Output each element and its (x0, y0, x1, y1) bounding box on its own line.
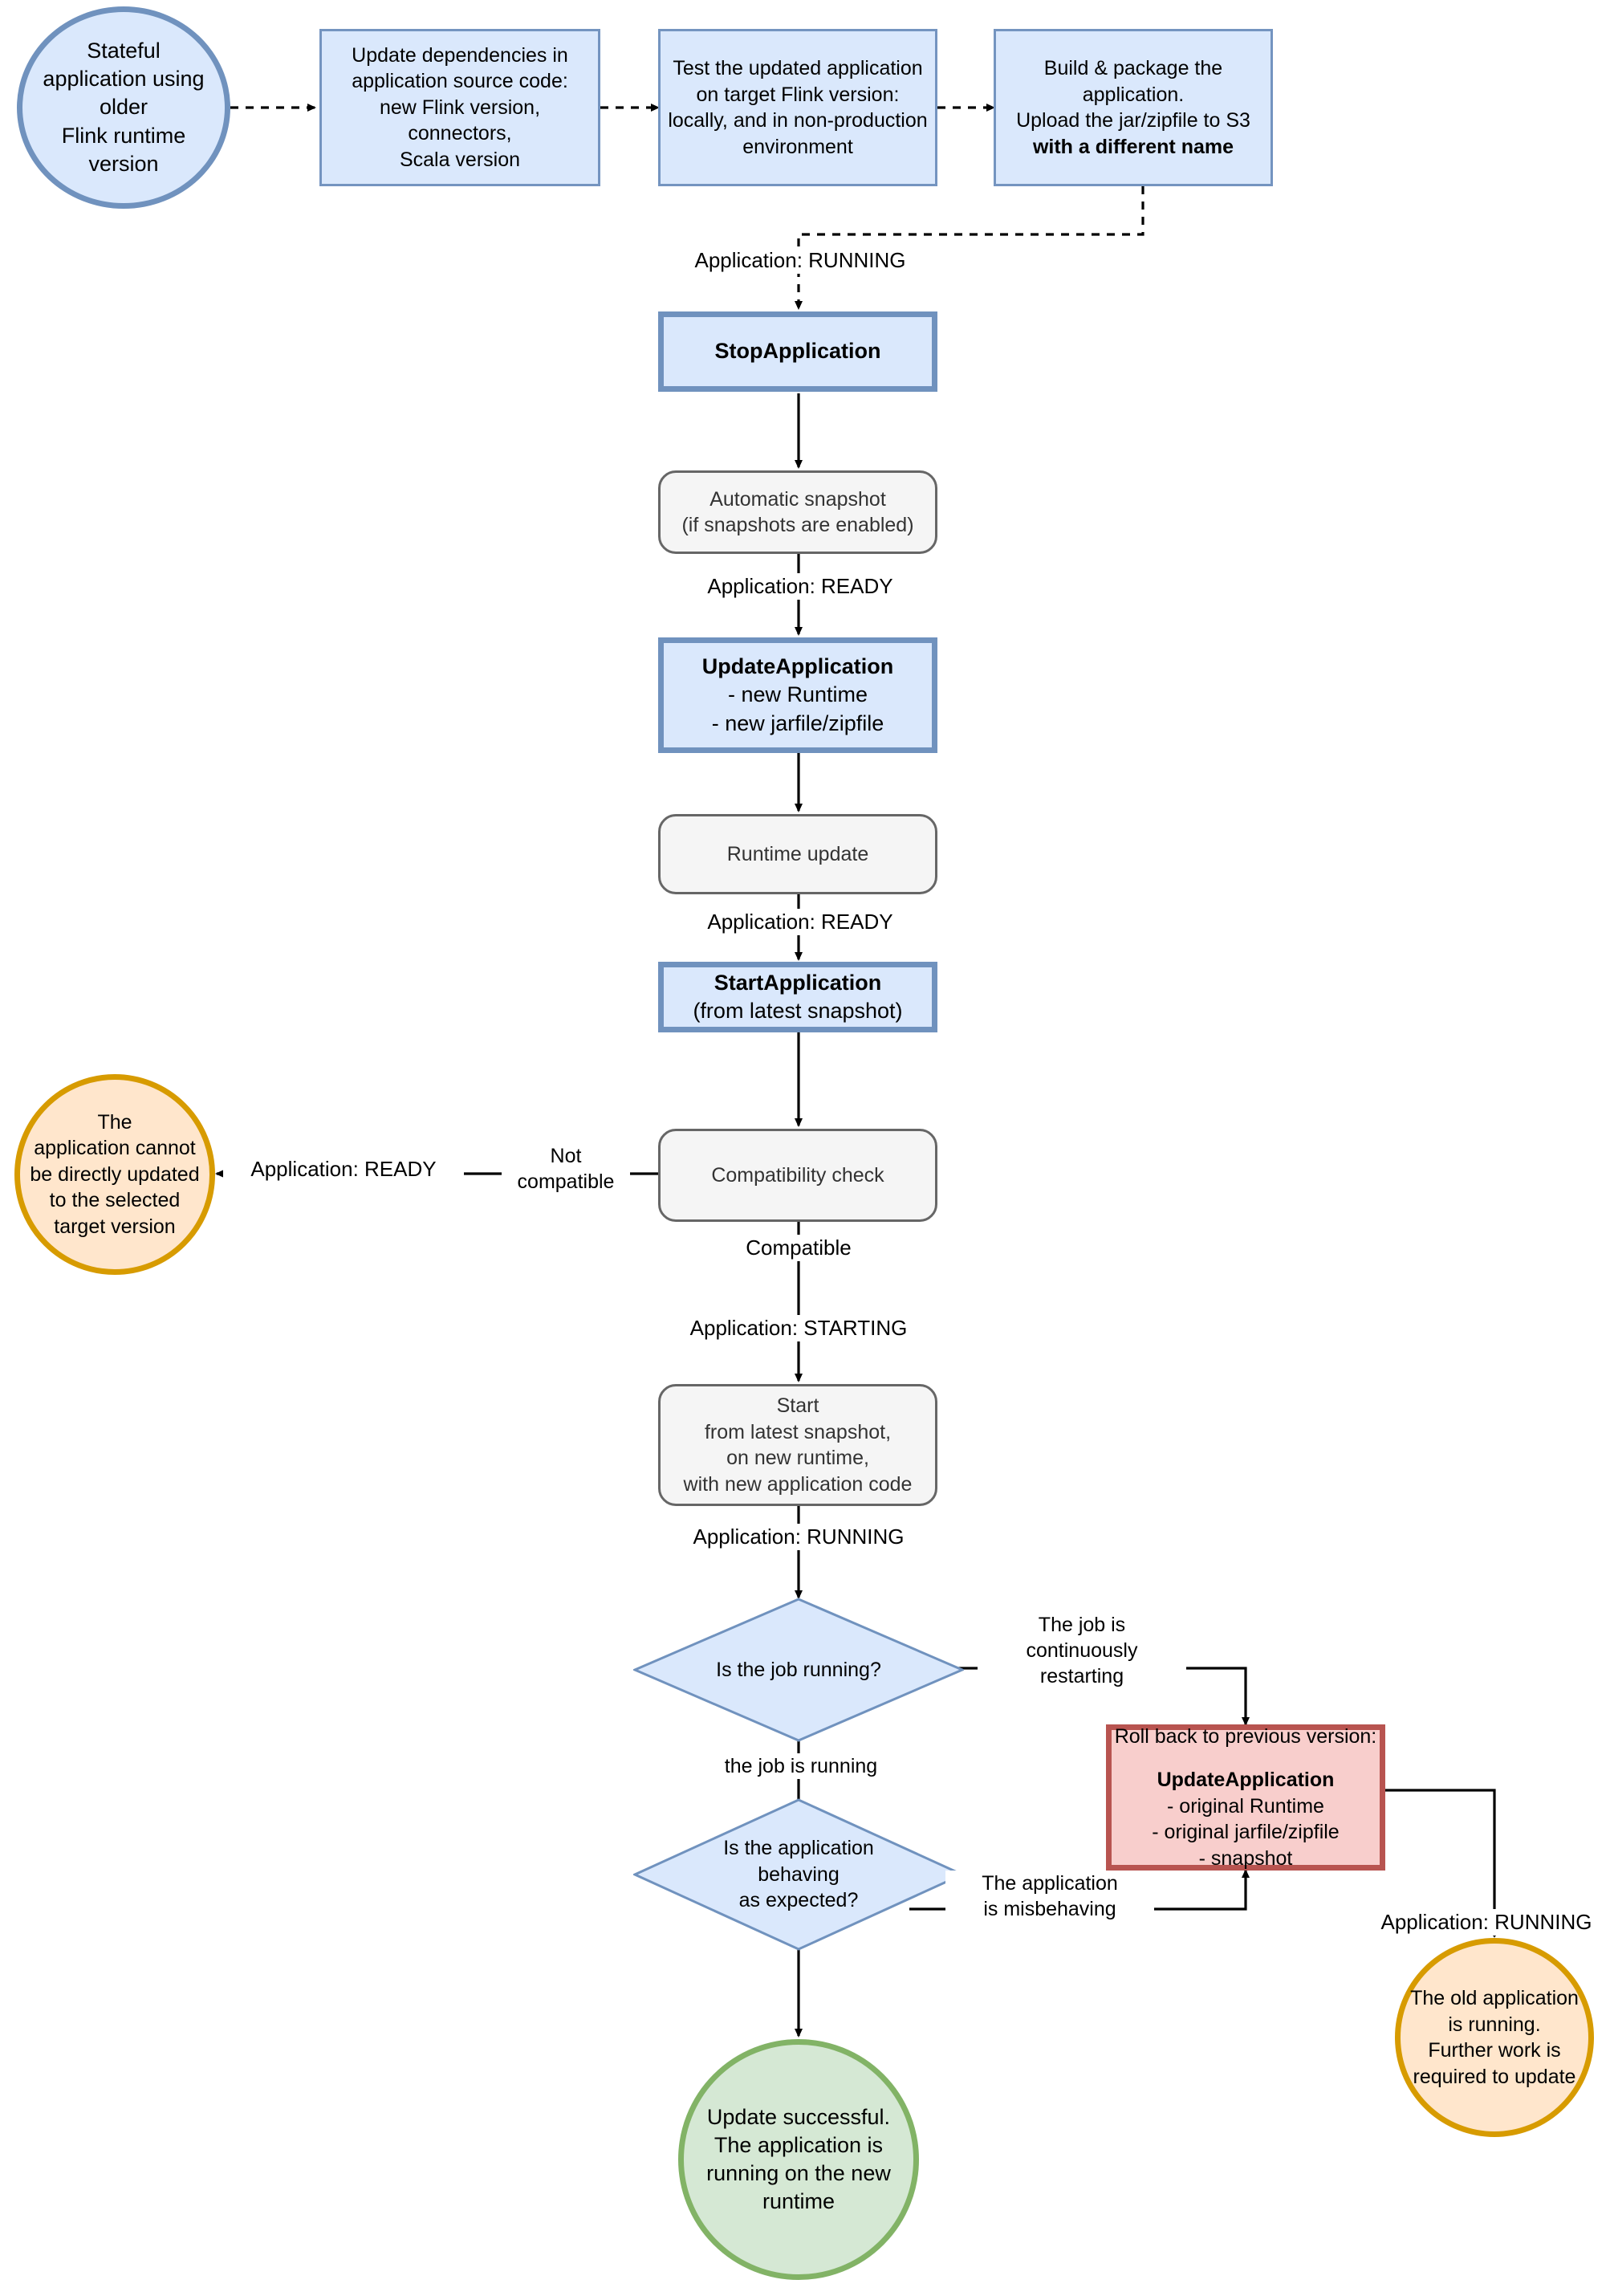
node-update-successful-outcome[interactable]: Update successful. The application is ru… (678, 2039, 919, 2280)
node-update-dependencies[interactable]: Update dependencies in application sourc… (319, 29, 600, 186)
edge-label-ready-after-snapshot: Application: READY (660, 573, 941, 600)
edge-label-running-after-rollback: Application: RUNNING (1366, 1909, 1607, 1936)
edge-label-app-misbehaving: The application is misbehaving (945, 1871, 1154, 1922)
node-label: Stateful application using older Flink r… (43, 39, 205, 176)
update-application-body: - new Runtime - new jarfile/zipfile (711, 682, 884, 735)
node-label: Runtime update (726, 842, 869, 865)
decision-is-job-running[interactable]: Is the job running? (632, 1598, 966, 1742)
node-old-application-running-outcome[interactable]: The old application is running. Further … (1395, 1938, 1594, 2137)
update-application-title: UpdateApplication (701, 654, 894, 679)
node-start-application[interactable]: StartApplication (from latest snapshot) (658, 962, 937, 1032)
node-test-application[interactable]: Test the updated application on target F… (658, 29, 937, 186)
start-application-body: (from latest snapshot) (693, 999, 903, 1023)
edge-label-job-restarting: The job is continuously restarting (978, 1612, 1186, 1689)
node-label: The application cannot be directly updat… (30, 1110, 200, 1238)
node-build-package[interactable]: Build & package the application. Upload … (994, 29, 1273, 186)
edge-label-starting: Application: STARTING (642, 1315, 955, 1342)
rollback-header: Roll back to previous version: (1114, 1724, 1377, 1748)
node-label: Start from latest snapshot, on new runti… (683, 1394, 913, 1496)
decision-shape (632, 1798, 966, 1951)
build-line-4: with a different name (1032, 135, 1234, 158)
node-compatibility-check[interactable]: Compatibility check (658, 1129, 937, 1222)
decision-label: Is the application behaving as expected? (723, 1837, 874, 1912)
rollback-title: UpdateApplication (1157, 1769, 1335, 1792)
node-stateful-application-start[interactable]: Stateful application using older Flink r… (17, 6, 230, 209)
node-automatic-snapshot[interactable]: Automatic snapshot (if snapshots are ena… (658, 470, 937, 554)
node-stop-application[interactable]: StopApplication (658, 311, 937, 392)
edge-label-not-compatible: Not compatible (502, 1143, 630, 1195)
node-label: Test the updated application on target F… (668, 57, 928, 158)
node-label: Compatibility check (711, 1163, 884, 1187)
node-label: Update successful. The application is ru… (706, 2104, 891, 2214)
edge-label-ready-after-runtime-update: Application: READY (660, 909, 941, 936)
edge-label-job-is-running: the job is running (673, 1753, 929, 1779)
edge-label-ready-not-compatible: Application: READY (223, 1156, 464, 1183)
decision-label: Is the job running? (716, 1658, 881, 1681)
build-line-1: Build & package the (1043, 57, 1223, 79)
build-line-2: application. (1082, 83, 1185, 106)
node-runtime-update[interactable]: Runtime update (658, 814, 937, 894)
decision-is-app-behaving[interactable]: Is the application behaving as expected? (632, 1798, 966, 1951)
node-label: StopApplication (714, 339, 881, 364)
node-label: The old application is running. Further … (1410, 1987, 1579, 2088)
node-cannot-update-outcome[interactable]: The application cannot be directly updat… (14, 1074, 215, 1275)
node-start-from-snapshot[interactable]: Start from latest snapshot, on new runti… (658, 1384, 937, 1506)
edge-label-running-after-start: Application: RUNNING (642, 1524, 955, 1551)
edge-label-running-to-stop: Application: RUNNING (660, 247, 941, 275)
node-rollback-update-application[interactable]: Roll back to previous version: UpdateApp… (1106, 1724, 1385, 1871)
rollback-body: - original Runtime - original jarfile/zi… (1152, 1794, 1340, 1870)
build-line-3: Upload the jar/zipfile to S3 (1016, 109, 1250, 132)
start-application-title: StartApplication (714, 970, 882, 995)
node-update-application[interactable]: UpdateApplication - new Runtime - new ja… (658, 637, 937, 753)
node-label: Update dependencies in application sourc… (352, 43, 568, 171)
edge-label-compatible: Compatible (678, 1235, 919, 1262)
decision-shape (632, 1598, 966, 1742)
node-label: Automatic snapshot (if snapshots are ena… (681, 487, 914, 537)
